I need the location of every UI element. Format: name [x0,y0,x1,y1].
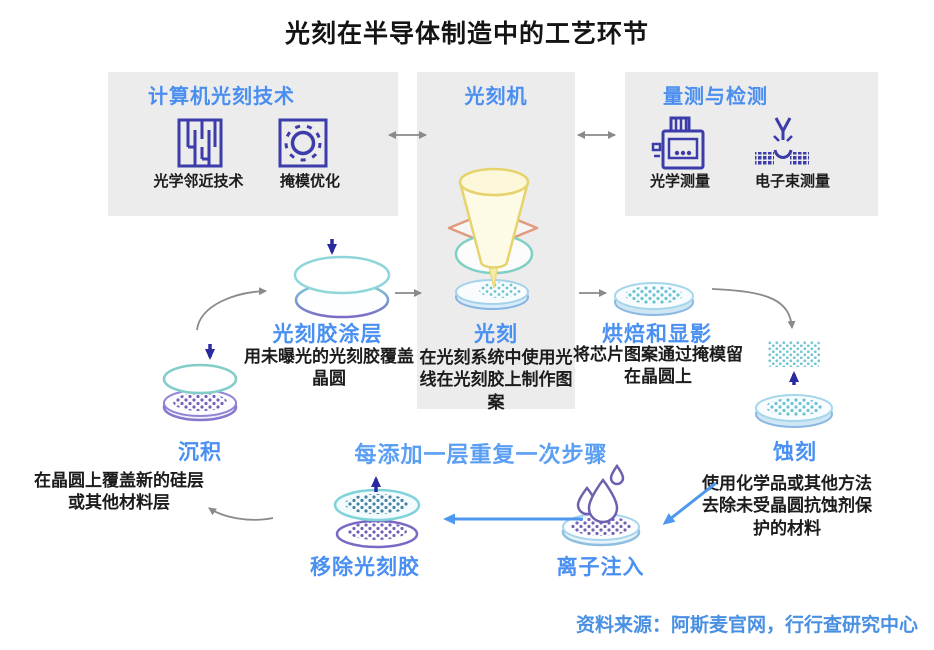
etch-wafer-illustration [754,384,834,430]
step-etch-label: 蚀刻 [773,440,817,464]
step-bake-desc: 将芯片图案通过掩模留在晶圆上 [573,345,743,388]
ebeam-meas-label: 电子束测量 [754,172,830,190]
step-strip-label: 移除光刻胶 [310,555,420,579]
scanner-lens-illustration [437,166,549,316]
page-title: 光刻在半导体制造中的工艺环节 [284,19,649,48]
panel-computational-litho: 计算机光刻技术 光学邻近技术 掩模优化 [108,72,398,216]
bake-wafer-illustration [612,272,696,318]
optical-meas-label: 光学测量 [649,172,710,190]
optical-meter-icon [651,116,709,170]
mask-opt-label: 掩模优化 [279,172,340,190]
opc-pattern-icon [177,118,223,168]
step-coat-label: 光刻胶涂层 [272,322,383,346]
strip-wafer-illustration [332,488,422,550]
etch-resist-layer [768,341,820,367]
ebeam-icon [753,116,811,170]
panel-scanner-header: 光刻机 [464,84,528,108]
arrow-strip-to-deposit-desc [208,507,274,521]
step-litho-label: 光刻 [474,322,518,346]
loop-note: 每添加一层重复一次步骤 [354,443,608,468]
step-etch-desc: 使用化学品或其他方法去除未受晶圆抗蚀剂保护的材料 [702,474,872,539]
step-ion-label: 离子注入 [556,555,645,579]
source-credit: 资料来源：阿斯麦官网，行行查研究中心 [575,614,918,636]
coat-wafer-illustration [292,255,392,321]
deposit-wafer-illustration [160,363,240,425]
panel-metrology-header: 量测与检测 [663,84,768,108]
step-deposit-label: 沉积 [178,440,222,464]
step-bake-label: 烘焙和显影 [602,322,712,346]
mask-ring-icon [278,118,328,168]
ion-implant-illustration [551,458,653,550]
step-litho-desc: 在光刻系统中使用光线在光刻胶上制作图案 [419,348,573,413]
opc-label: 光学邻近技术 [153,172,244,190]
step-coat-desc: 用未曝光的光刻胶覆盖晶圆 [244,347,414,390]
panel-computational-header: 计算机光刻技术 [148,84,295,108]
panel-metrology: 量测与检测 [625,72,878,216]
panel-scanner: 光刻机 光刻 在光刻系统中使用光线在光刻胶上制作图案 [417,72,575,413]
step-deposit-desc: 在晶圆上覆盖新的硅层或其他材料层 [34,471,204,514]
